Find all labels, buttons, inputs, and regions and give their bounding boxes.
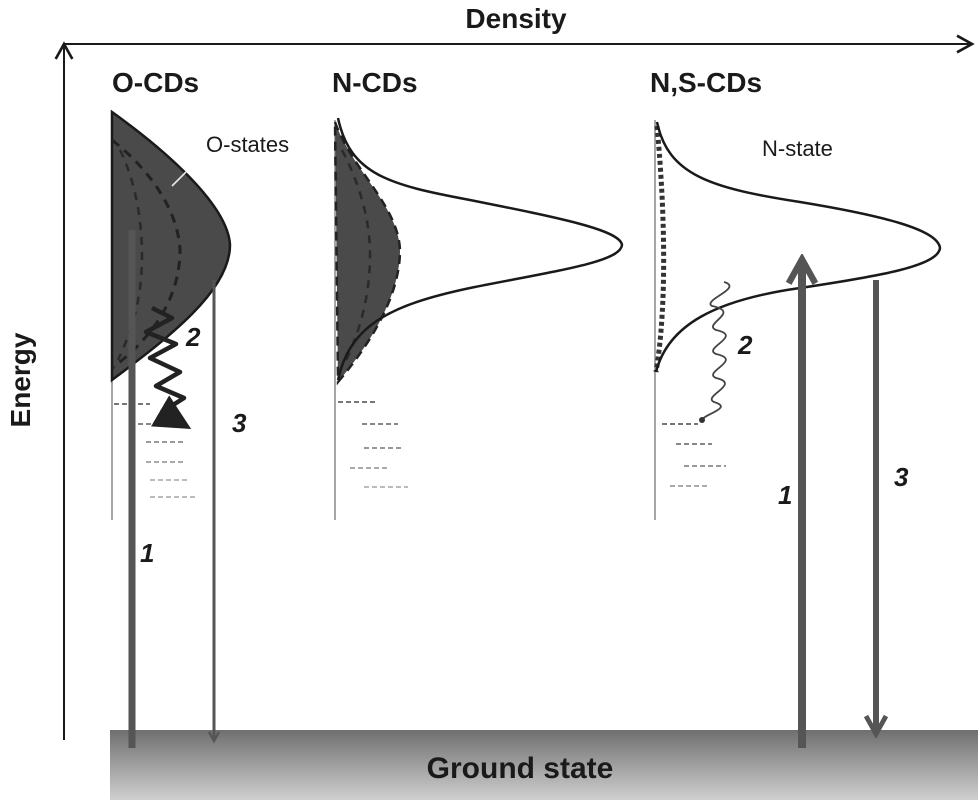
nscds-n-state-label: N-state xyxy=(762,136,833,161)
ncds-inner-dashed-distribution xyxy=(340,149,372,366)
nscds-excitation-number: 1 xyxy=(778,480,792,510)
ground-state-band xyxy=(110,730,978,800)
nscds-relaxation-wavy-arrow xyxy=(701,281,731,421)
nscds-panel: N-state 2 1 3 xyxy=(653,120,942,748)
ocds-inner-dashed-distribution xyxy=(111,138,182,370)
ocds-excitation-number: 1 xyxy=(140,538,154,568)
nscds-thin-dark-distribution xyxy=(653,125,667,373)
nscds-trap-levels xyxy=(662,423,726,487)
ground-state-label: Ground state xyxy=(427,752,614,785)
ocds-relaxation-number: 2 xyxy=(185,322,201,352)
ocds-trap-levels xyxy=(114,403,196,498)
ocds-panel: O-states 2 3 1 xyxy=(110,109,289,748)
ocds-o-states-distribution xyxy=(110,109,232,383)
ncds-trap-levels xyxy=(338,401,408,488)
energy-axis-label: Energy xyxy=(5,332,36,427)
nscds-relaxation-end-dot xyxy=(699,417,705,423)
nscds-relaxation-number: 2 xyxy=(737,330,753,360)
density-axis-label: Density xyxy=(465,3,567,34)
panel-title-nscds: N,S-CDs xyxy=(650,67,762,98)
ocds-emission-number: 3 xyxy=(232,408,247,438)
ocds-relaxation-wavy-arrow xyxy=(143,305,192,430)
ocds-small-pointer-arrow xyxy=(171,171,187,187)
ncds-dark-distribution xyxy=(333,121,402,386)
panel-title-ocds: O-CDs xyxy=(112,67,199,98)
ncds-n-state-distribution xyxy=(336,117,624,381)
panel-title-ncds: N-CDs xyxy=(332,67,418,98)
nscds-emission-number: 3 xyxy=(894,462,909,492)
nscds-n-state-distribution xyxy=(654,121,942,373)
ncds-panel xyxy=(333,117,624,520)
ocds-o-states-label: O-states xyxy=(206,132,289,157)
